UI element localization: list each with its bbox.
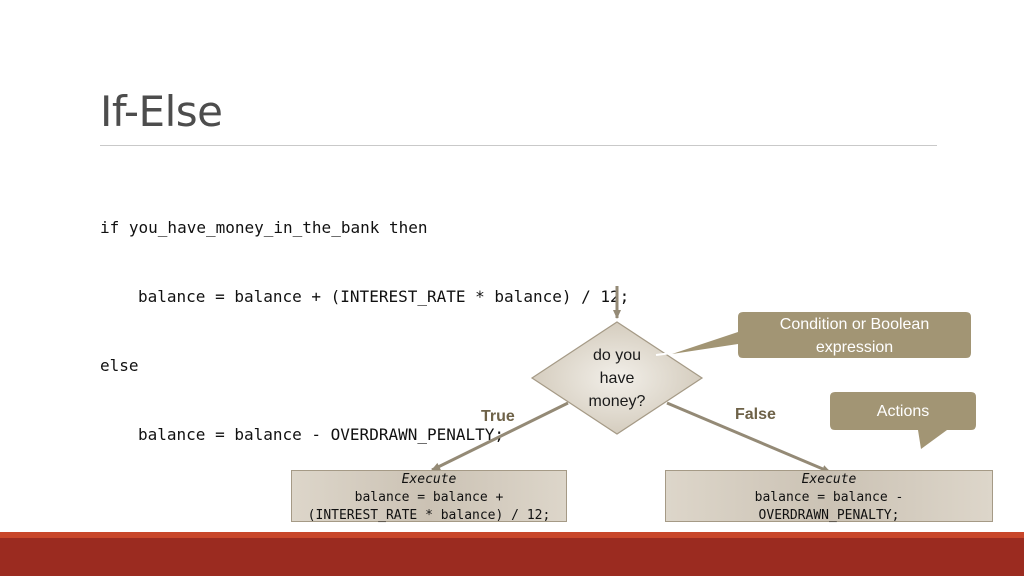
code-line: if you_have_money_in_the_bank then: [100, 218, 428, 237]
callout-pointer-highlight: [655, 352, 673, 356]
condition-callout-text: Condition or Boolean expression: [738, 313, 971, 359]
actions-callout: [830, 392, 976, 449]
action-line: OVERDRAWN_PENALTY;: [758, 508, 900, 523]
action-heading: Execute: [401, 472, 457, 487]
action-line: balance = balance +: [354, 490, 504, 505]
title-divider: [100, 145, 937, 146]
callout-line: Condition or Boolean: [779, 316, 930, 333]
false-action-box: Execute balance = balance - OVERDRAWN_PE…: [665, 470, 993, 523]
decision-label: do you have money?: [576, 344, 658, 413]
action-line: balance = balance -: [754, 490, 904, 505]
true-branch-arrow: [431, 401, 569, 472]
code-line: else: [100, 356, 139, 375]
slide-title: If-Else: [100, 87, 223, 136]
decision-diamond: [530, 321, 704, 435]
callout-line: expression: [815, 339, 894, 356]
code-block: if you_have_money_in_the_bank then balan…: [100, 170, 629, 469]
action-line: (INTEREST_RATE * balance) / 12;: [307, 508, 551, 523]
decision-label-line: money?: [588, 393, 646, 410]
false-branch-arrow: [666, 401, 831, 474]
actions-callout-text: Actions: [876, 403, 930, 420]
true-action-box: Execute balance = balance + (INTEREST_RA…: [291, 470, 567, 523]
footer-bar: [0, 538, 1024, 576]
true-label: True: [481, 408, 515, 425]
action-heading: Execute: [801, 472, 857, 487]
decision-label-line: have: [599, 370, 635, 387]
code-line: balance = balance + (INTEREST_RATE * bal…: [138, 287, 630, 306]
footer-accent-bar: [0, 532, 1024, 538]
code-line: balance = balance - OVERDRAWN_PENALTY;: [138, 425, 505, 444]
condition-callout: [672, 312, 971, 358]
decision-label-line: do you: [592, 347, 642, 364]
false-label: False: [735, 406, 776, 423]
